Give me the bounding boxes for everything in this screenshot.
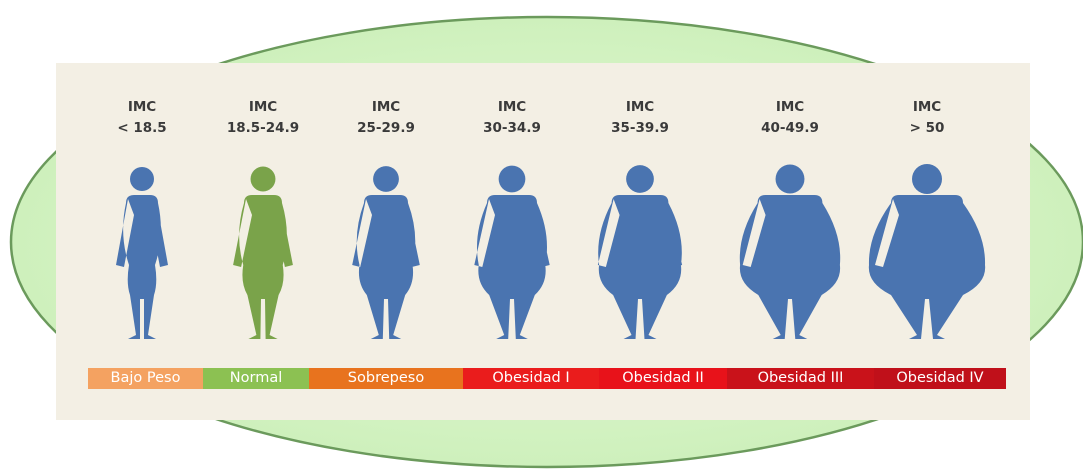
body-silhouette-icon xyxy=(739,164,841,339)
body-silhouette-icon xyxy=(233,166,293,339)
silhouette-head xyxy=(912,164,942,194)
imc-label-title: IMC xyxy=(775,99,805,115)
silhouette-body xyxy=(597,195,683,339)
imc-label-title: IMC xyxy=(371,99,401,115)
silhouette-head xyxy=(498,165,526,193)
imc-label-range: > 50 xyxy=(909,120,945,136)
imc-label-title: IMC xyxy=(127,99,157,115)
imc-label: IMC 40-49.9 xyxy=(730,97,850,139)
imc-label-range: 40-49.9 xyxy=(761,120,819,136)
silhouette-body xyxy=(352,195,420,339)
category-bar: Obesidad I xyxy=(463,368,599,389)
silhouette-head xyxy=(250,166,276,192)
imc-label-title: IMC xyxy=(625,99,655,115)
imc-label: IMC 30-34.9 xyxy=(452,97,572,139)
body-silhouette-icon xyxy=(352,166,420,339)
imc-label: IMC 18.5-24.9 xyxy=(203,97,323,139)
category-bar: Obesidad III xyxy=(727,368,874,389)
imc-label-title: IMC xyxy=(497,99,527,115)
category-bar: Sobrepeso xyxy=(309,368,463,389)
imc-label: IMC 35-39.9 xyxy=(580,97,700,139)
silhouette-head xyxy=(130,167,154,191)
silhouette-body xyxy=(233,195,293,339)
imc-label-title: IMC xyxy=(248,99,278,115)
imc-label: IMC > 50 xyxy=(867,97,987,139)
body-silhouette-icon xyxy=(474,165,550,339)
imc-label: IMC < 18.5 xyxy=(82,97,202,139)
silhouette-head xyxy=(626,165,654,193)
imc-label-range: 25-29.9 xyxy=(357,120,415,136)
category-bar: Obesidad II xyxy=(599,368,727,389)
silhouette-body xyxy=(739,195,841,339)
silhouette-head xyxy=(373,166,399,192)
imc-label-range: 30-34.9 xyxy=(483,120,541,136)
imc-label: IMC 25-29.9 xyxy=(326,97,446,139)
body-silhouette-icon xyxy=(116,167,168,339)
imc-label-title: IMC xyxy=(912,99,942,115)
silhouette-head xyxy=(775,164,805,194)
category-bar: Obesidad IV xyxy=(874,368,1006,389)
imc-label-range: 35-39.9 xyxy=(611,120,669,136)
silhouette-body xyxy=(868,195,986,339)
imc-label-range: < 18.5 xyxy=(117,120,167,136)
body-silhouette-icon xyxy=(597,165,683,339)
silhouette-body xyxy=(474,195,550,339)
body-silhouette-icon xyxy=(868,164,986,339)
silhouette-body xyxy=(116,195,168,339)
category-bar: Bajo Peso xyxy=(88,368,203,389)
category-bar: Normal xyxy=(203,368,309,389)
imc-label-range: 18.5-24.9 xyxy=(226,120,300,136)
